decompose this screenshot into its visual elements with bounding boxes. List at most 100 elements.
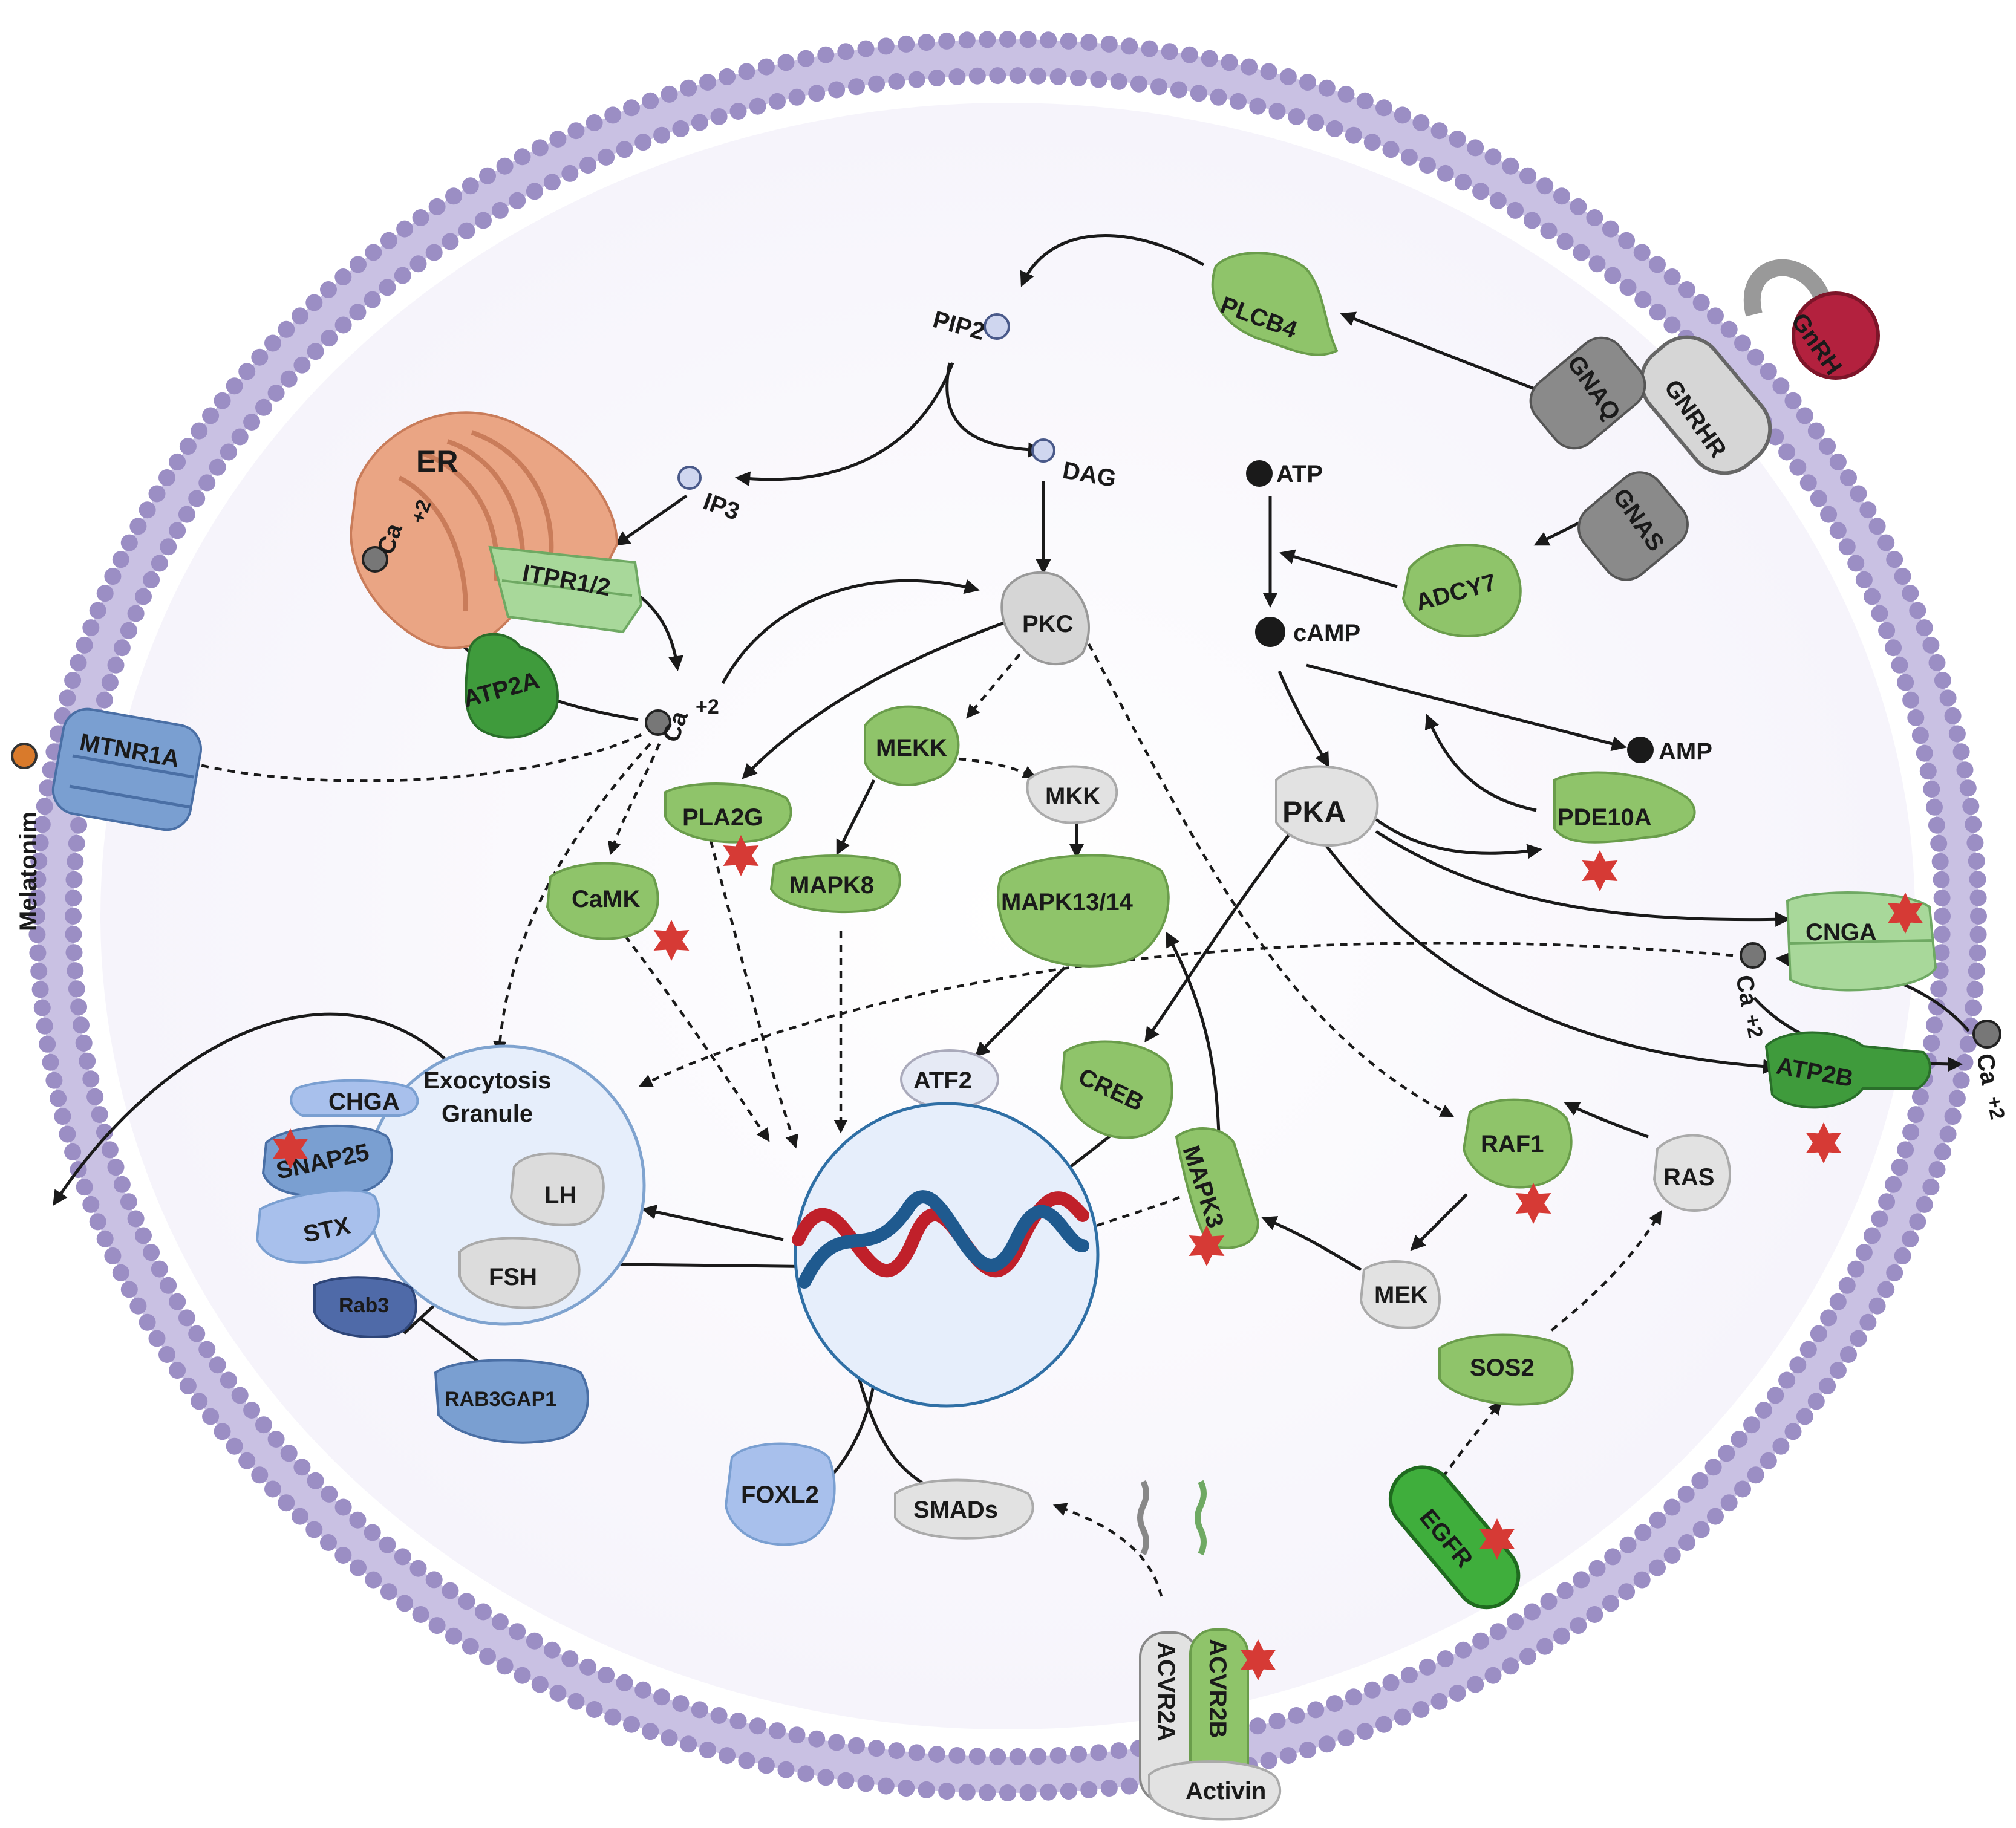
membrane-head <box>104 568 122 585</box>
membrane-head <box>1288 1707 1305 1724</box>
membrane-head <box>334 268 352 285</box>
membrane-head <box>1633 244 1651 261</box>
membrane-head <box>33 999 51 1016</box>
membrane-head <box>1060 1783 1077 1800</box>
itpr-channel <box>488 545 643 634</box>
cnga-label: CNGA <box>1806 919 1877 946</box>
membrane-head <box>1040 31 1057 49</box>
membrane-head <box>226 377 243 395</box>
membrane-head <box>1588 1560 1606 1577</box>
membrane-head <box>334 316 352 334</box>
membrane-head <box>202 1408 220 1425</box>
membrane-head <box>169 453 186 470</box>
membrane-head <box>1965 999 1982 1016</box>
gnrh-ligand <box>1792 291 1880 380</box>
membrane-head <box>1796 1408 1813 1425</box>
membrane-head <box>1345 126 1362 144</box>
adcy7-protein <box>1401 544 1522 637</box>
membrane-head <box>1382 1674 1400 1691</box>
outside-calcium-label: Ca <box>1971 1052 2003 1087</box>
membrane-head <box>1855 1244 1873 1261</box>
membrane-head <box>1618 1583 1636 1601</box>
membrane-head <box>1019 1784 1037 1801</box>
membrane-head <box>1928 1161 1946 1179</box>
variant-star-icon <box>1582 850 1618 891</box>
membrane-head <box>1939 689 1957 707</box>
membrane-head <box>672 1695 690 1713</box>
cyto-calcium-charge: +2 <box>696 695 719 718</box>
membrane-head <box>979 1784 996 1801</box>
membrane-head <box>1707 307 1724 325</box>
membrane-head <box>1810 490 1827 507</box>
membrane-head <box>1536 1638 1554 1655</box>
egfr-receptor <box>1388 1465 1521 1610</box>
membrane-head <box>828 81 846 99</box>
membrane-head <box>1829 1362 1847 1379</box>
camp-icon <box>1255 617 1285 647</box>
membrane-head <box>1864 1227 1881 1244</box>
membrane-head <box>837 1772 855 1789</box>
mtnr1a-receptor <box>51 707 203 831</box>
membrane-head <box>1619 1536 1637 1553</box>
membrane-head <box>1678 1534 1695 1551</box>
membrane-head <box>1926 1016 1943 1034</box>
membrane-head <box>938 32 956 50</box>
membrane-head <box>1345 1688 1362 1706</box>
membrane-head <box>1886 551 1903 568</box>
membrane-head <box>267 1431 285 1448</box>
acvr2a-label: ACVR2A <box>1153 1642 1179 1741</box>
membrane-head <box>1400 148 1418 166</box>
membrane-head <box>642 1723 659 1740</box>
exocytosis-label-2: Granule <box>442 1101 533 1127</box>
membrane-head <box>120 534 138 551</box>
membrane-head <box>788 88 806 106</box>
membrane-head <box>29 871 47 888</box>
membrane-head <box>320 1534 337 1551</box>
membrane-head <box>28 926 46 943</box>
membrane-head <box>1916 744 1933 762</box>
atp-label: ATP <box>1276 461 1323 487</box>
membrane-head <box>604 106 622 124</box>
membrane-head <box>428 1617 446 1634</box>
membrane-head <box>1141 40 1158 57</box>
membrane-head <box>788 1726 806 1744</box>
membrane-head <box>1847 555 1865 572</box>
membrane-head <box>475 1603 492 1621</box>
membrane-head <box>36 1017 53 1035</box>
membrane-head <box>1897 674 1914 691</box>
membrane-head <box>442 233 459 250</box>
membrane-head <box>586 1701 603 1718</box>
membrane-head <box>278 1494 295 1512</box>
membrane-head <box>1772 377 1790 395</box>
membrane-head <box>1090 1744 1107 1761</box>
membrane-head <box>1382 141 1400 158</box>
membrane-head <box>264 1480 281 1498</box>
membrane-head <box>1886 1264 1903 1281</box>
membrane-head <box>999 1784 1016 1801</box>
membrane-head <box>120 622 137 639</box>
membrane-head <box>1850 485 1867 503</box>
membrane-head <box>1337 85 1355 103</box>
membrane-head <box>1484 148 1502 166</box>
membrane-head <box>30 963 48 980</box>
membrane-head <box>188 1325 206 1342</box>
membrane-head <box>151 1260 168 1278</box>
membrane-head <box>107 656 125 674</box>
fsh-label: FSH <box>489 1264 537 1290</box>
membrane-head <box>1472 1632 1490 1650</box>
membrane-head <box>1820 506 1838 523</box>
membrane-head <box>1260 1752 1277 1769</box>
membrane-head <box>1871 1210 1888 1228</box>
membrane-head <box>1573 1571 1590 1589</box>
membrane-head <box>169 1293 186 1310</box>
membrane-head <box>1923 1035 1940 1052</box>
chga-protein <box>290 1079 419 1117</box>
membrane-head <box>1840 469 1857 486</box>
membrane-head <box>1911 727 1929 744</box>
membrane-head <box>616 1674 633 1691</box>
membrane-head <box>1502 157 1519 175</box>
membrane-head <box>127 605 145 622</box>
membrane-head <box>307 1472 324 1489</box>
